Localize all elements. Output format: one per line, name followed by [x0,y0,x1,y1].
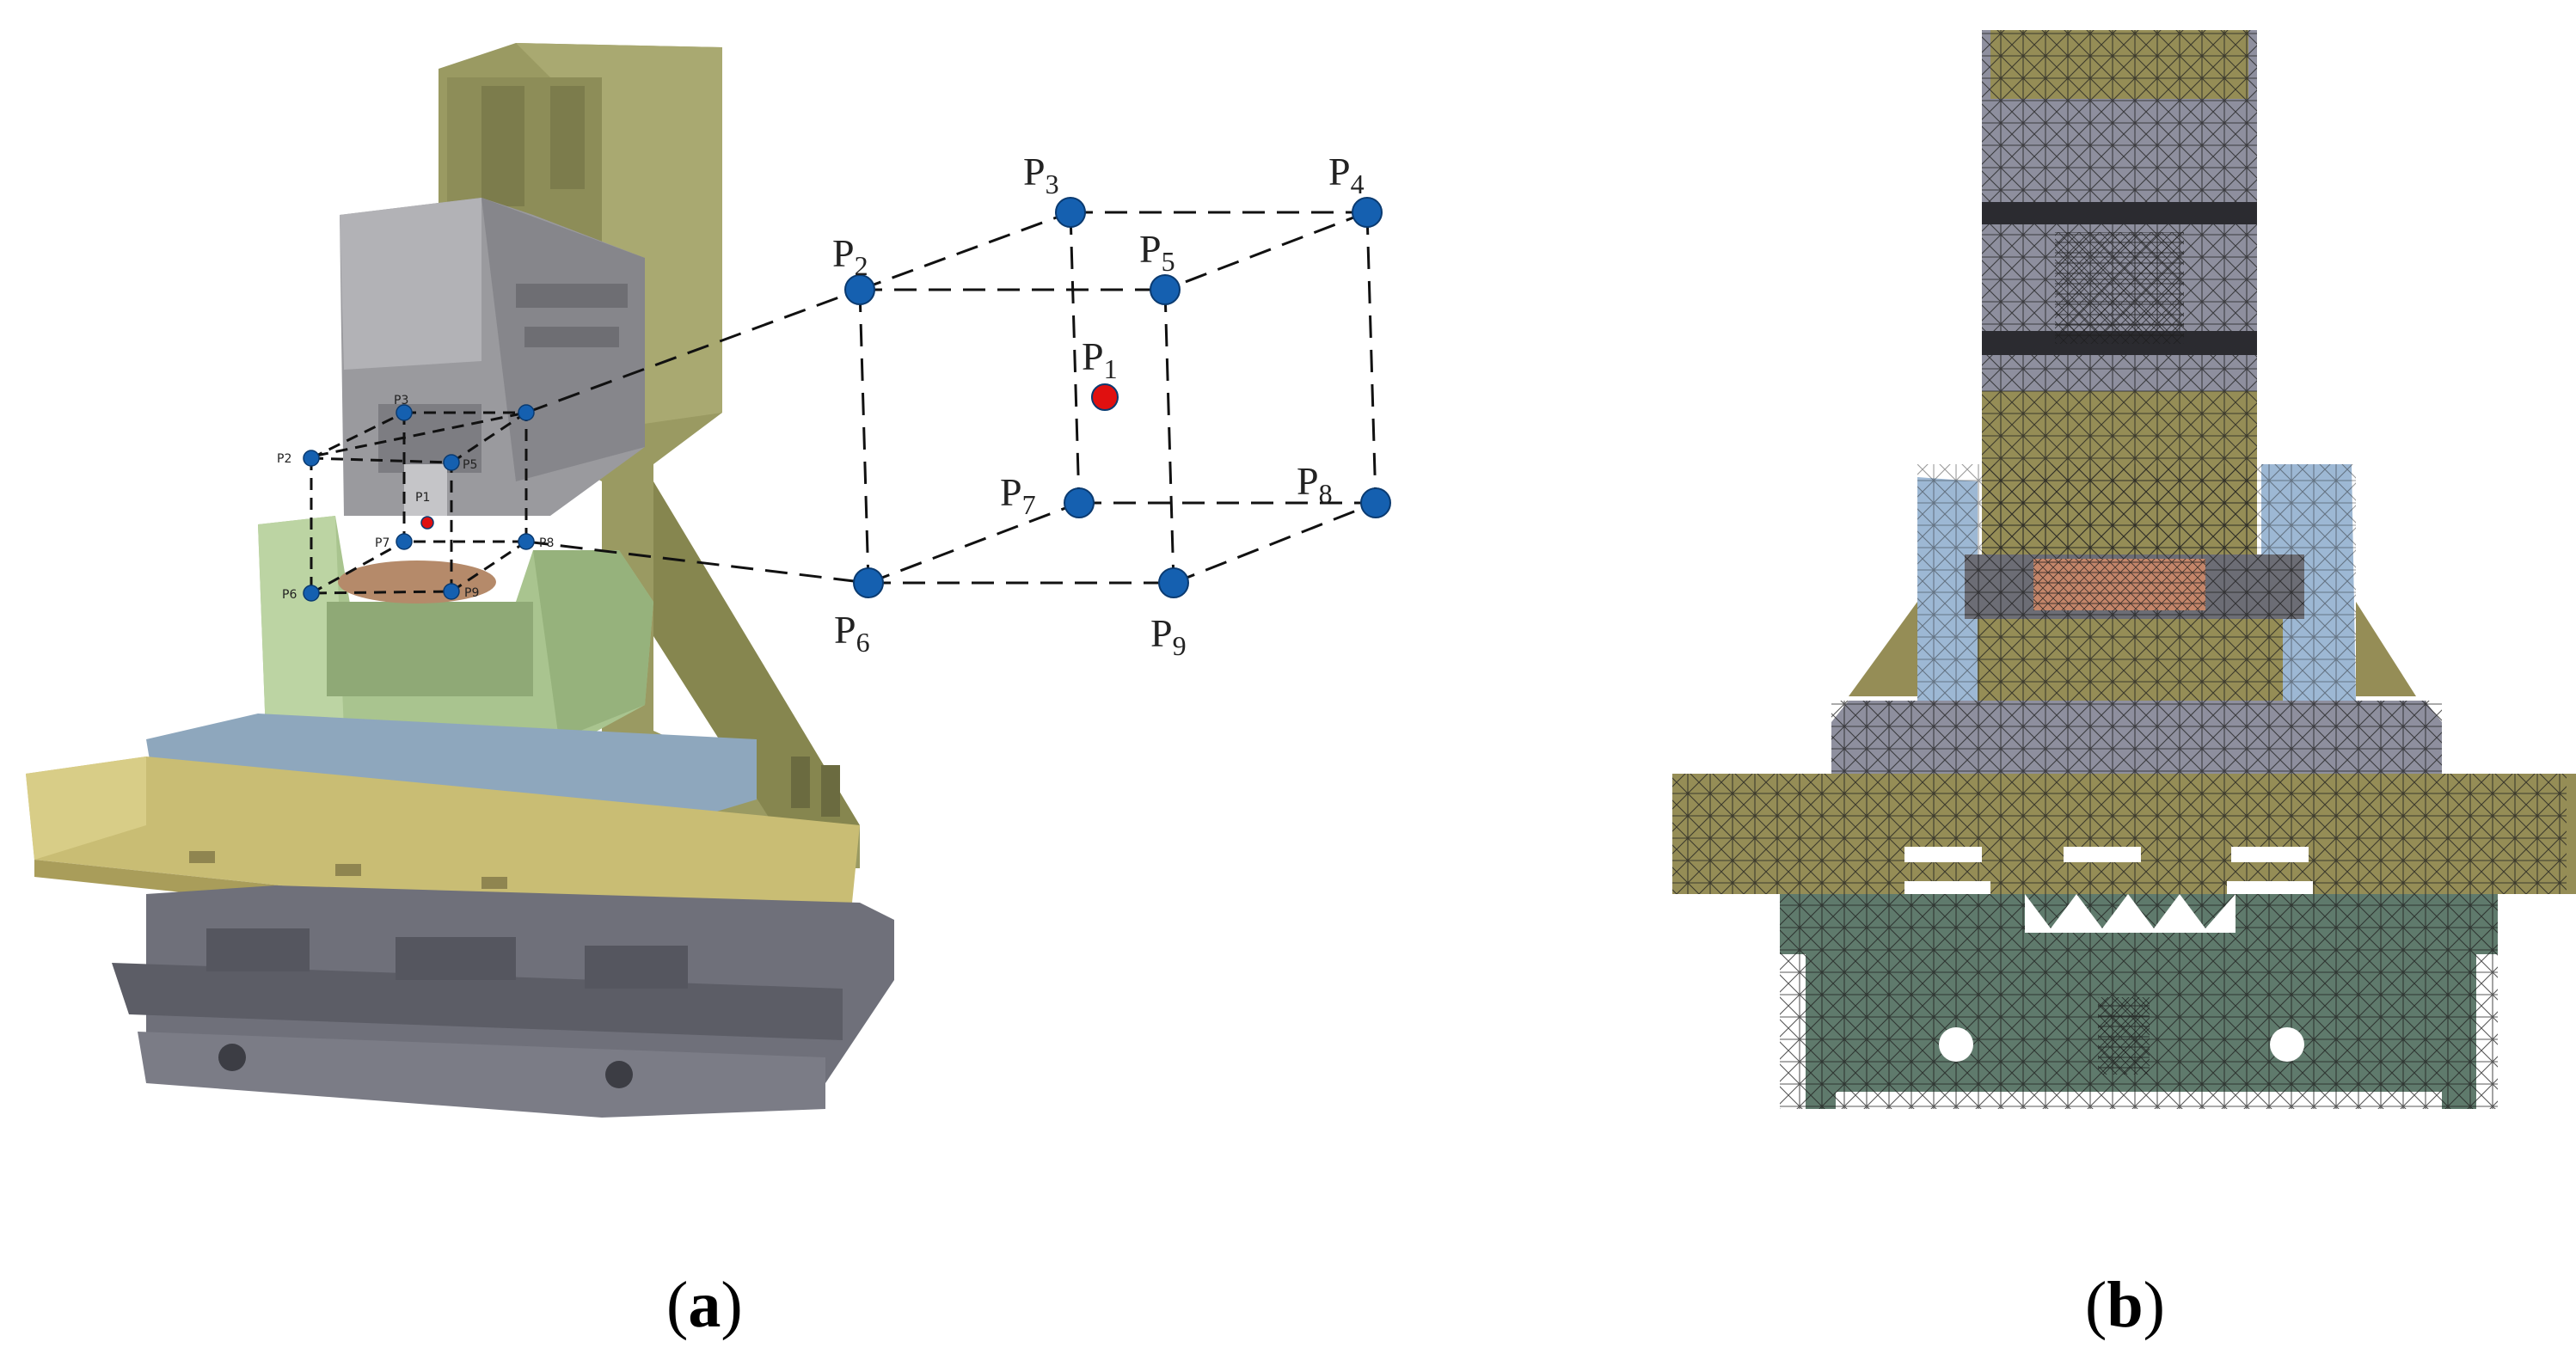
panel-label-b: (b) [2085,1269,2165,1341]
model-point-label-p9: P9 [464,586,479,600]
point-marker-p3 [1055,197,1086,228]
model-point-label-p2: P2 [277,452,291,466]
point-marker-p4 [1352,197,1383,228]
model-point-label-p6: P6 [282,588,297,602]
model-point-marker-p9 [443,583,460,600]
point-label-p7: P7 [1000,470,1036,520]
model-point-marker-p7 [396,533,413,550]
point-label-p4: P4 [1328,150,1365,199]
model-point-marker-p3 [396,404,413,421]
machine-base [112,885,894,1118]
point-marker-p8 [1360,487,1391,518]
point-marker-p7 [1064,487,1095,518]
panel-label-a: (a) [666,1269,743,1341]
point-marker-p6 [853,567,884,598]
point-label-p2: P2 [832,231,868,281]
point-label-p5: P5 [1139,227,1175,277]
point-marker-p2 [844,274,875,305]
point-marker-p1 [1091,383,1119,411]
model-point-label-p5: P5 [463,458,477,472]
point-marker-p9 [1158,567,1189,598]
headstock [340,198,645,516]
point-label-p9: P9 [1150,611,1187,661]
model-point-marker-p2 [303,450,320,467]
model-point-marker-p4 [518,404,535,421]
model-point-label-p8: P8 [539,536,554,550]
machine-tool-model [26,43,894,1118]
point-label-p3: P3 [1023,150,1059,199]
model-point-label-p3: P3 [394,394,408,407]
model-point-marker-p8 [518,533,535,550]
model-point-marker-p1 [420,516,434,530]
point-label-p6: P6 [834,608,870,658]
point-label-p8: P8 [1297,459,1333,509]
point-marker-p5 [1150,274,1181,305]
fem-mesh-model [1672,30,2576,1109]
model-point-label-p1: P1 [415,491,430,505]
point-label-p1: P1 [1082,334,1118,384]
model-point-marker-p5 [443,454,460,471]
model-point-marker-p6 [303,585,320,602]
model-point-label-p7: P7 [375,536,389,550]
point-markers [303,197,1391,602]
rotary-table [258,516,653,757]
measurement-box [858,211,1377,585]
projection-lines [525,288,869,585]
